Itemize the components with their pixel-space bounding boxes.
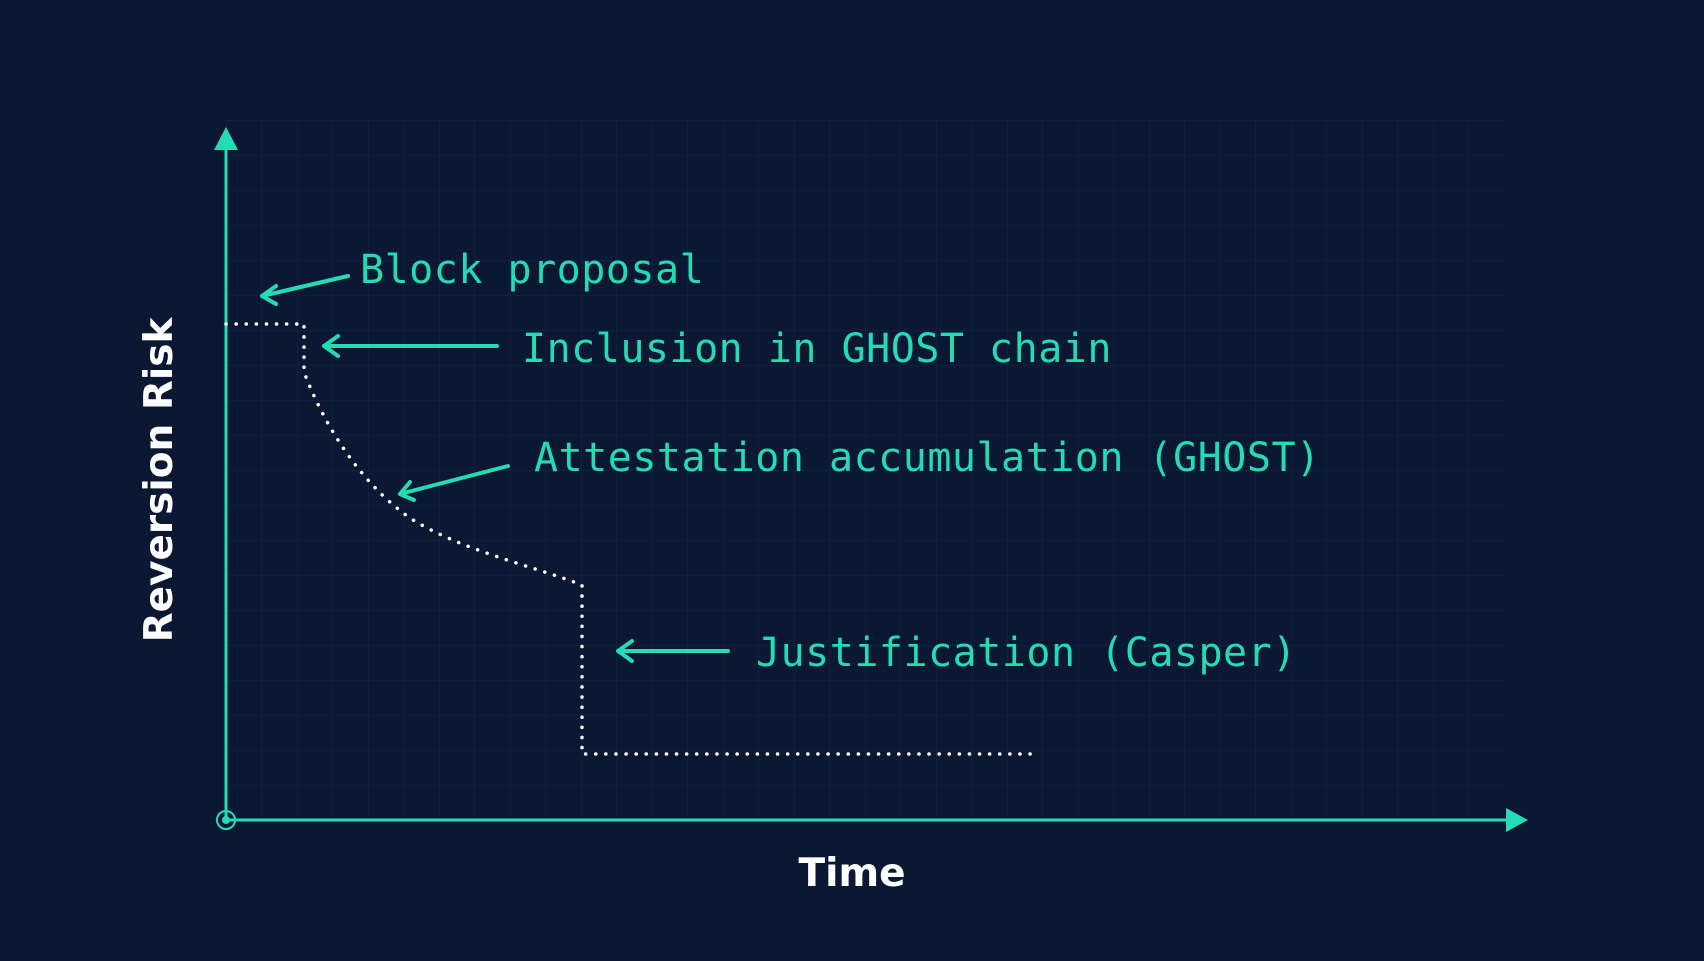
block-proposal-arrow-icon [260,274,350,306]
x-axis [226,808,1528,832]
y-axis [214,127,238,820]
justification-arrow-icon [616,639,730,663]
block-proposal-label: Block proposal [360,247,704,293]
annotation-justification: Justification (Casper) [616,630,1297,676]
background-grid [226,120,1504,820]
attestation-arrow-icon [398,464,510,502]
reversion-risk-curve [224,322,1042,756]
x-axis-arrow-icon [1506,808,1528,832]
annotation-ghost-inclusion: Inclusion in GHOST chain [322,326,1112,372]
y-axis-label: Reversion Risk [137,317,182,643]
justification-label: Justification (Casper) [756,630,1297,676]
ghost-inclusion-label: Inclusion in GHOST chain [522,326,1112,372]
origin-marker-icon [216,810,236,830]
attestation-label: Attestation accumulation (GHOST) [534,435,1321,481]
annotation-block-proposal: Block proposal [260,247,704,306]
ghost-inclusion-arrow-icon [322,334,499,358]
annotation-attestation: Attestation accumulation (GHOST) [398,435,1321,502]
x-axis-label: Time [798,851,905,896]
y-axis-arrow-icon [214,127,238,150]
